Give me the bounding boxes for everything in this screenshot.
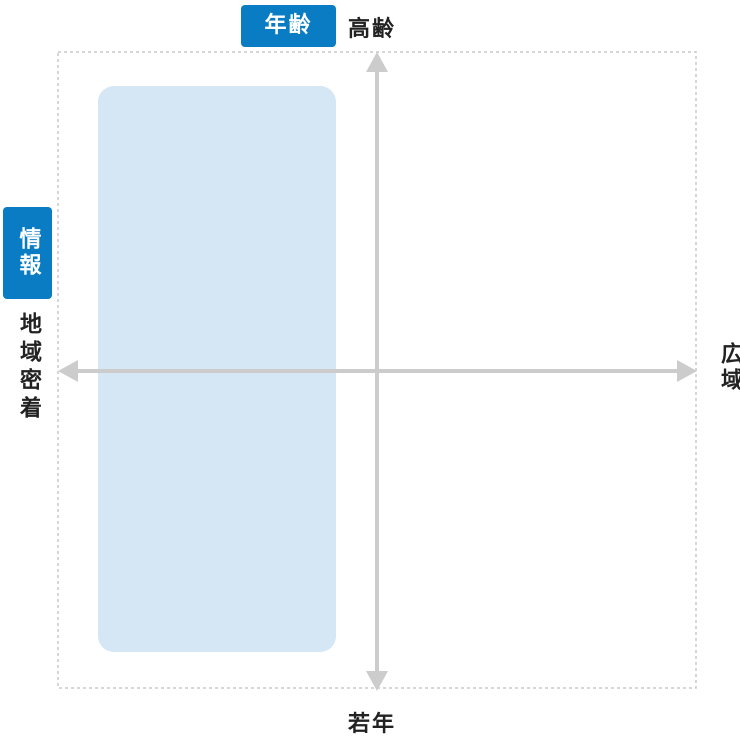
bottom-axis-label: 若年 — [348, 712, 397, 737]
up-arrow-icon — [366, 52, 388, 72]
right-axis-label: 広域 — [717, 342, 740, 394]
left-axis-label: 地域密着 — [16, 312, 41, 424]
left-arrow-icon — [58, 360, 78, 382]
info-axis-badge: 情報 — [3, 207, 52, 299]
right-arrow-icon — [677, 360, 697, 382]
down-arrow-icon — [366, 671, 388, 691]
age-axis-badge: 年齢 — [241, 5, 336, 47]
top-axis-label: 高齢 — [348, 17, 397, 42]
